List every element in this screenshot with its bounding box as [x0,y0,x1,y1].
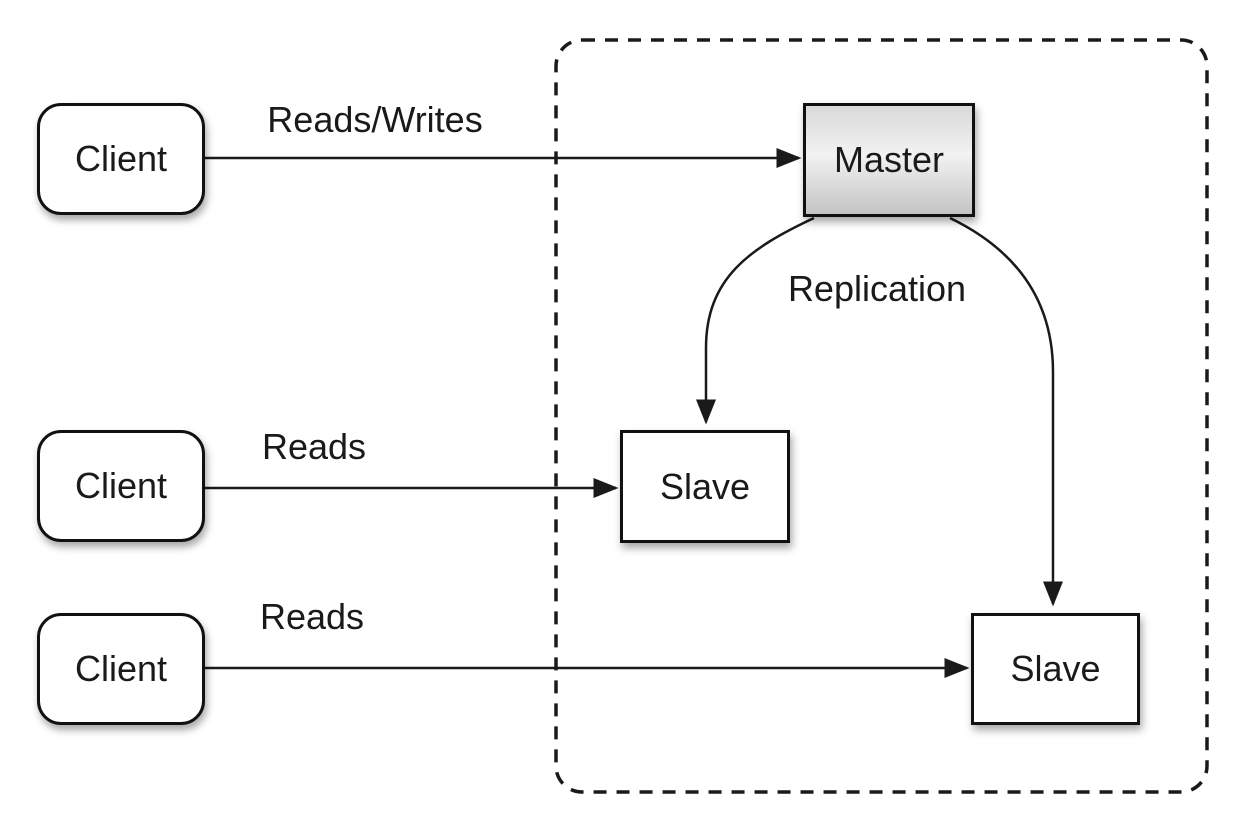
master-node-label: Master [833,139,945,180]
client-node-0-label: Client [74,138,168,179]
slave-node-0: Slave [620,430,790,543]
replication-boundary-dashed-box [554,38,1209,794]
client-node-1: Client [37,430,205,542]
master-node: Master [803,103,975,217]
client-node-2: Client [37,613,205,725]
edge-label-reads-middle: Reads [261,426,367,467]
client-node-1-label: Client [74,465,168,506]
client-node-2-label: Client [74,648,168,689]
slave-node-1: Slave [971,613,1140,725]
edge-label-replication: Replication [787,268,967,309]
edge-label-reads-writes: Reads/Writes [267,99,483,140]
slave-node-1-label: Slave [1010,648,1101,689]
client-node-0: Client [37,103,205,215]
arrow-master-to-slave0 [696,216,815,425]
slave-node-0-label: Slave [659,465,751,507]
edge-label-reads-bottom: Reads [259,596,365,637]
arrow-master-to-slave1 [949,216,1063,607]
